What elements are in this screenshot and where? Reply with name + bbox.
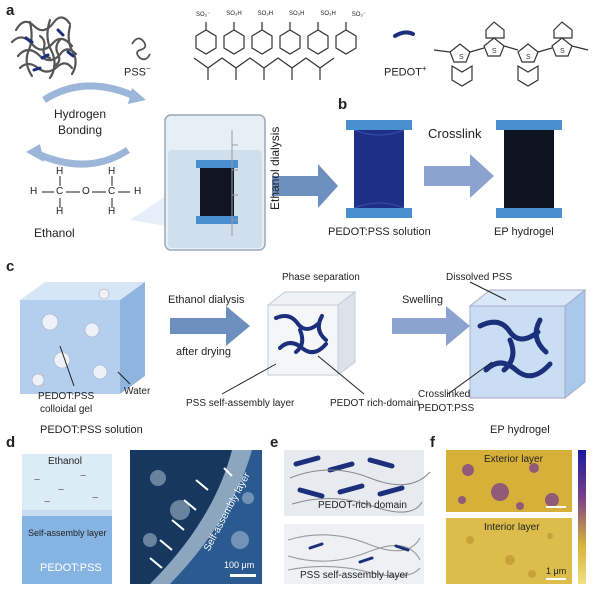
c-phase-label: Phase separation <box>282 272 360 283</box>
panel-label-d: d <box>6 434 16 451</box>
c-hydrogel-label: EP hydrogel <box>490 424 550 436</box>
svg-text:⚊: ⚊ <box>58 485 64 492</box>
panel-label-b: b <box>338 96 348 113</box>
solution-cube <box>20 282 145 394</box>
panel-label-a: a <box>6 2 15 19</box>
c-drying-label: after drying <box>176 346 232 358</box>
svg-text:S: S <box>526 54 531 61</box>
panel-label-e: e <box>270 434 279 451</box>
pss-label: PSS− <box>124 64 151 79</box>
e-pss-label: PSS self-assembly layer <box>300 570 409 581</box>
c-dialysis-label: Ethanol dialysis <box>168 294 245 306</box>
afm-colorbar <box>578 450 586 584</box>
pedot-chemical-structure <box>433 21 589 87</box>
pss-squiggle-icon <box>131 37 151 61</box>
svg-text:S: S <box>560 48 565 55</box>
svg-text:⚊: ⚊ <box>34 475 40 482</box>
pedot-label: PEDOT+ <box>384 64 427 79</box>
ep-hydrogel-cell <box>496 120 562 218</box>
hydrogen-bond-cycle-arrow <box>42 82 136 103</box>
pedot-chain-icon <box>393 30 415 38</box>
b-hydrogel-label: EP hydrogel <box>494 226 554 238</box>
c-rich-label: PEDOT rich-domain <box>330 398 420 409</box>
c-selfassembly-label: PSS self-assembly layer <box>186 398 295 409</box>
panel-label-f: f <box>430 434 435 451</box>
d-sem-layer-label: Self-assembly layer <box>202 470 253 554</box>
phase-separation-cube <box>266 290 357 377</box>
panel-label-c: c <box>6 258 15 275</box>
svg-text:⚊: ⚊ <box>44 497 50 504</box>
c-dialysis-arrow <box>170 306 250 346</box>
c-water-label: Water <box>124 386 151 397</box>
f-exterior-label: Exterior layer <box>484 454 543 465</box>
svg-text:⚊: ⚊ <box>80 471 86 478</box>
swelling-arrow <box>392 306 470 346</box>
svg-text:S: S <box>492 48 497 55</box>
pss-chemical-structure <box>193 22 357 80</box>
ethanol-label: Ethanol <box>34 226 75 240</box>
crosslink-label: Crosslink <box>428 126 482 141</box>
beaker-illustration <box>164 114 266 251</box>
c-solution-label: PEDOT:PSS solution <box>40 424 143 436</box>
e-rich-label: PEDOT-rich domain <box>318 500 407 511</box>
svg-text:S: S <box>459 54 464 61</box>
d-pedotpss-label: PEDOT:PSS <box>40 562 102 574</box>
ethanol-structure: H C O C H H H H H <box>30 166 142 217</box>
c-dissolved-label: Dissolved PSS <box>446 272 513 283</box>
f-scale-label: 1 μm <box>546 566 567 576</box>
hydrogel-cube <box>468 288 587 400</box>
crosslink-arrow <box>424 154 494 198</box>
d-ethanol-label: Ethanol <box>48 456 82 467</box>
ethanol-dialysis-vertical-label: Ethanol dialysis <box>268 126 282 210</box>
c-swelling-label: Swelling <box>402 294 443 306</box>
svg-text:⚊: ⚊ <box>92 493 98 500</box>
pedotpss-solution-cell <box>346 120 412 218</box>
f-interior-label: Interior layer <box>484 522 540 533</box>
d-scale-label: 100 μm <box>224 560 255 570</box>
b-solution-label: PEDOT:PSS solution <box>328 226 431 238</box>
d-selfassembly-label: Self-assembly layer <box>28 528 107 538</box>
